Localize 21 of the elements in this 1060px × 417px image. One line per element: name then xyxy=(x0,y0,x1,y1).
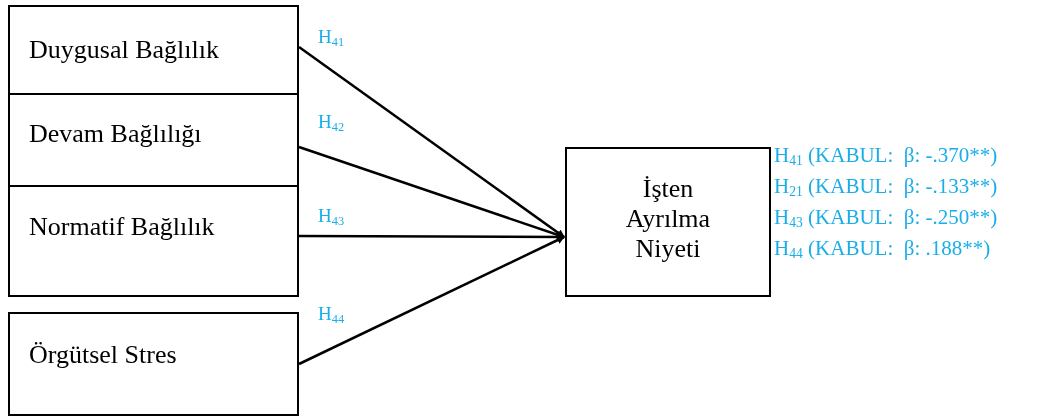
arrow xyxy=(298,46,565,238)
result-text: H$_{41}$ (KABUL: β: -.370**) xyxy=(774,143,998,171)
box-label: İşten Ayrılma Niyeti xyxy=(624,174,712,264)
variable-box xyxy=(8,185,299,297)
variable-box xyxy=(8,93,299,187)
variable-box xyxy=(8,312,299,416)
edge-label: H$_{44}$ xyxy=(318,304,345,326)
edge-label: H$_{42}$ xyxy=(318,112,345,134)
box-label: Duygusal Bağlılık xyxy=(29,35,219,65)
arrow xyxy=(299,232,565,241)
box-label: Normatif Bağlılık xyxy=(29,212,215,242)
edge-label: H$_{41}$ xyxy=(318,27,345,49)
arrow xyxy=(298,235,565,366)
edge-label: H$_{43}$ xyxy=(318,206,345,228)
box-label: Örgütsel Stres xyxy=(29,340,177,370)
variable-box xyxy=(8,5,299,95)
result-text: H$_{21}$ (KABUL: β: -.133**) xyxy=(774,173,998,202)
result-text: H$_{43}$ (KABUL: β: -.250**) xyxy=(774,204,998,233)
result-text: H$_{44}$ (KABUL: β: .188**) xyxy=(774,235,992,264)
box-label: Devam Bağlılığı xyxy=(29,119,202,149)
variable-box xyxy=(565,147,771,297)
